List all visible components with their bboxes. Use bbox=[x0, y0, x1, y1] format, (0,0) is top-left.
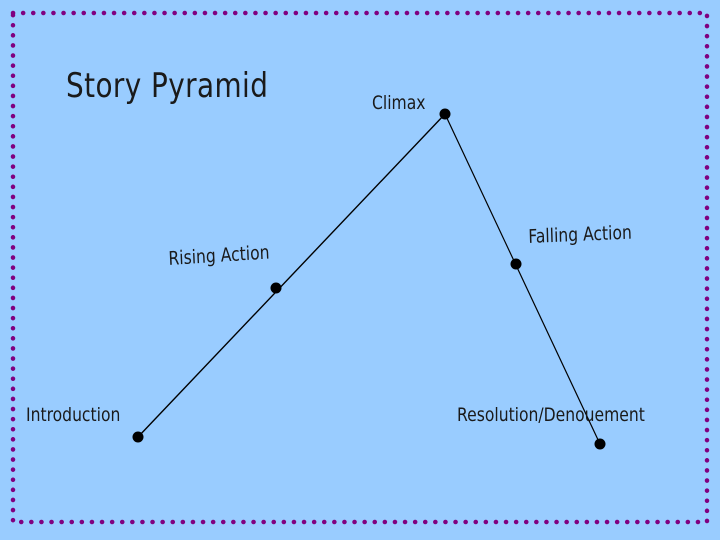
pyramid-line-falling bbox=[444, 113, 601, 445]
point-introduction bbox=[132, 431, 144, 443]
label-introduction: Introduction bbox=[26, 404, 121, 426]
diagram-title: Story Pyramid bbox=[66, 66, 269, 106]
point-falling-action bbox=[510, 258, 522, 270]
label-climax: Climax bbox=[372, 92, 426, 114]
dotted-border bbox=[10, 10, 710, 525]
label-falling-action: Falling Action bbox=[528, 221, 633, 248]
point-rising-action bbox=[270, 282, 282, 294]
pyramid-line-rising bbox=[137, 113, 446, 438]
point-climax bbox=[439, 108, 451, 120]
label-resolution: Resolution/Denouement bbox=[457, 404, 645, 426]
point-resolution bbox=[594, 438, 606, 450]
